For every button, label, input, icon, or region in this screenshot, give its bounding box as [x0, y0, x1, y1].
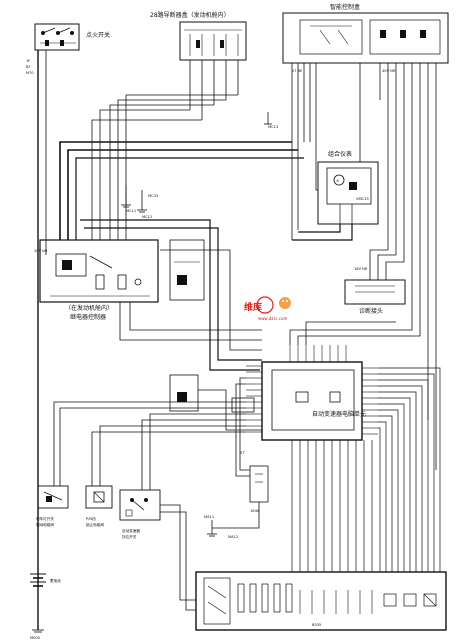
ground-label: MC11 [126, 209, 136, 213]
ground-m000 [32, 629, 44, 633]
ground-label: MC33 [148, 194, 158, 198]
svg-text:VMC33: VMC33 [356, 197, 369, 201]
gearbox-block-label: B535 [312, 623, 321, 627]
svg-text:BF: BF [26, 65, 31, 69]
main-harness [37, 50, 437, 630]
diagnostic-socket: 诊断接头 [344, 279, 406, 315]
svg-text:1F: 1F [26, 59, 30, 63]
gearbox-connector-block: B535 [195, 571, 447, 631]
svg-text:27 BE: 27 BE [292, 69, 303, 73]
ecu-right-wires [378, 367, 441, 572]
engine-relay-box [39, 239, 159, 303]
brake-switch [37, 485, 69, 509]
battery [30, 573, 46, 587]
ecu-left-wires [53, 377, 250, 490]
ground-label: M000 [30, 636, 41, 640]
ecu-connector-label: 28路导断器盒（发动机舱内） [150, 11, 230, 19]
engine-relay-box-label-2: 继电器控制器 [70, 313, 106, 321]
connector-1646-label: 1646 [250, 509, 260, 513]
watermark-brand: 维库 [244, 301, 262, 313]
ground-label: MC13 [268, 125, 278, 129]
bsi-box: 智能控制盒 [282, 3, 449, 64]
shift-lock-solenoid [85, 485, 113, 509]
connector-labels: 27 BE 40V NR 20V NR 16V NR ST VMC33 [34, 69, 396, 455]
ignition-switch: 点火开关 [34, 23, 110, 51]
shift-lock-label-2: 锁止电磁阀 [86, 522, 104, 527]
svg-text:16V NR: 16V NR [354, 267, 368, 271]
brake-switch-label-2: 制动电磁阀 [36, 522, 54, 527]
shift-lock-label-1: P/N挡 [86, 516, 96, 521]
bcm-label: 自动变速器电脑单元 [312, 410, 366, 418]
instrument-cluster: 组合仪表 K [317, 150, 379, 225]
relay-box-small [231, 397, 255, 413]
ignition-switch-label: 点火开关 [86, 31, 110, 39]
ground-mc12 [137, 190, 147, 213]
ecu-connector-box: 28路导断器盒（发动机舱内） [150, 11, 247, 61]
svg-text:M70: M70 [26, 71, 34, 75]
ground-ma11 [207, 520, 217, 537]
brake-switch-label-1: 刹车灯开关 [36, 516, 54, 521]
gear-selector-label-2: 挡位开关 [122, 534, 137, 539]
diagnostic-socket-label: 诊断接头 [359, 307, 383, 315]
relay-box-upper [169, 239, 205, 301]
ground-label: MA12 [228, 535, 238, 539]
watermark-logo: 维库 www.dzsc.com [244, 296, 291, 321]
svg-text:40V NR: 40V NR [382, 69, 396, 73]
ecu-pins-top [289, 345, 347, 362]
watermark-url: www.dzsc.com [258, 316, 288, 321]
ecu-top-wires [289, 300, 421, 345]
svg-text:ST: ST [240, 451, 245, 455]
relay-box-lower [169, 374, 199, 412]
battery-label: 蓄电池 [50, 578, 61, 583]
svg-text:K: K [337, 179, 340, 183]
gearbox-ecu: 自动变速器电脑单元 [261, 361, 366, 441]
ground-label: MC12 [142, 215, 152, 219]
engine-relay-box-label-1: （在发动机舱内） [65, 304, 113, 312]
gear-selector-label-1: 自动变速器 [122, 528, 140, 533]
svg-text:20V NR: 20V NR [34, 249, 48, 253]
ecu-pins-left [246, 365, 262, 433]
instrument-cluster-label: 组合仪表 [328, 150, 352, 158]
ground-mc11 [121, 185, 131, 208]
bsi-label: 智能控制盒 [330, 3, 360, 11]
ecu-bottom-wires [291, 440, 373, 572]
ground-label: MA11 [204, 515, 214, 519]
ecu-pins-right [362, 367, 378, 435]
